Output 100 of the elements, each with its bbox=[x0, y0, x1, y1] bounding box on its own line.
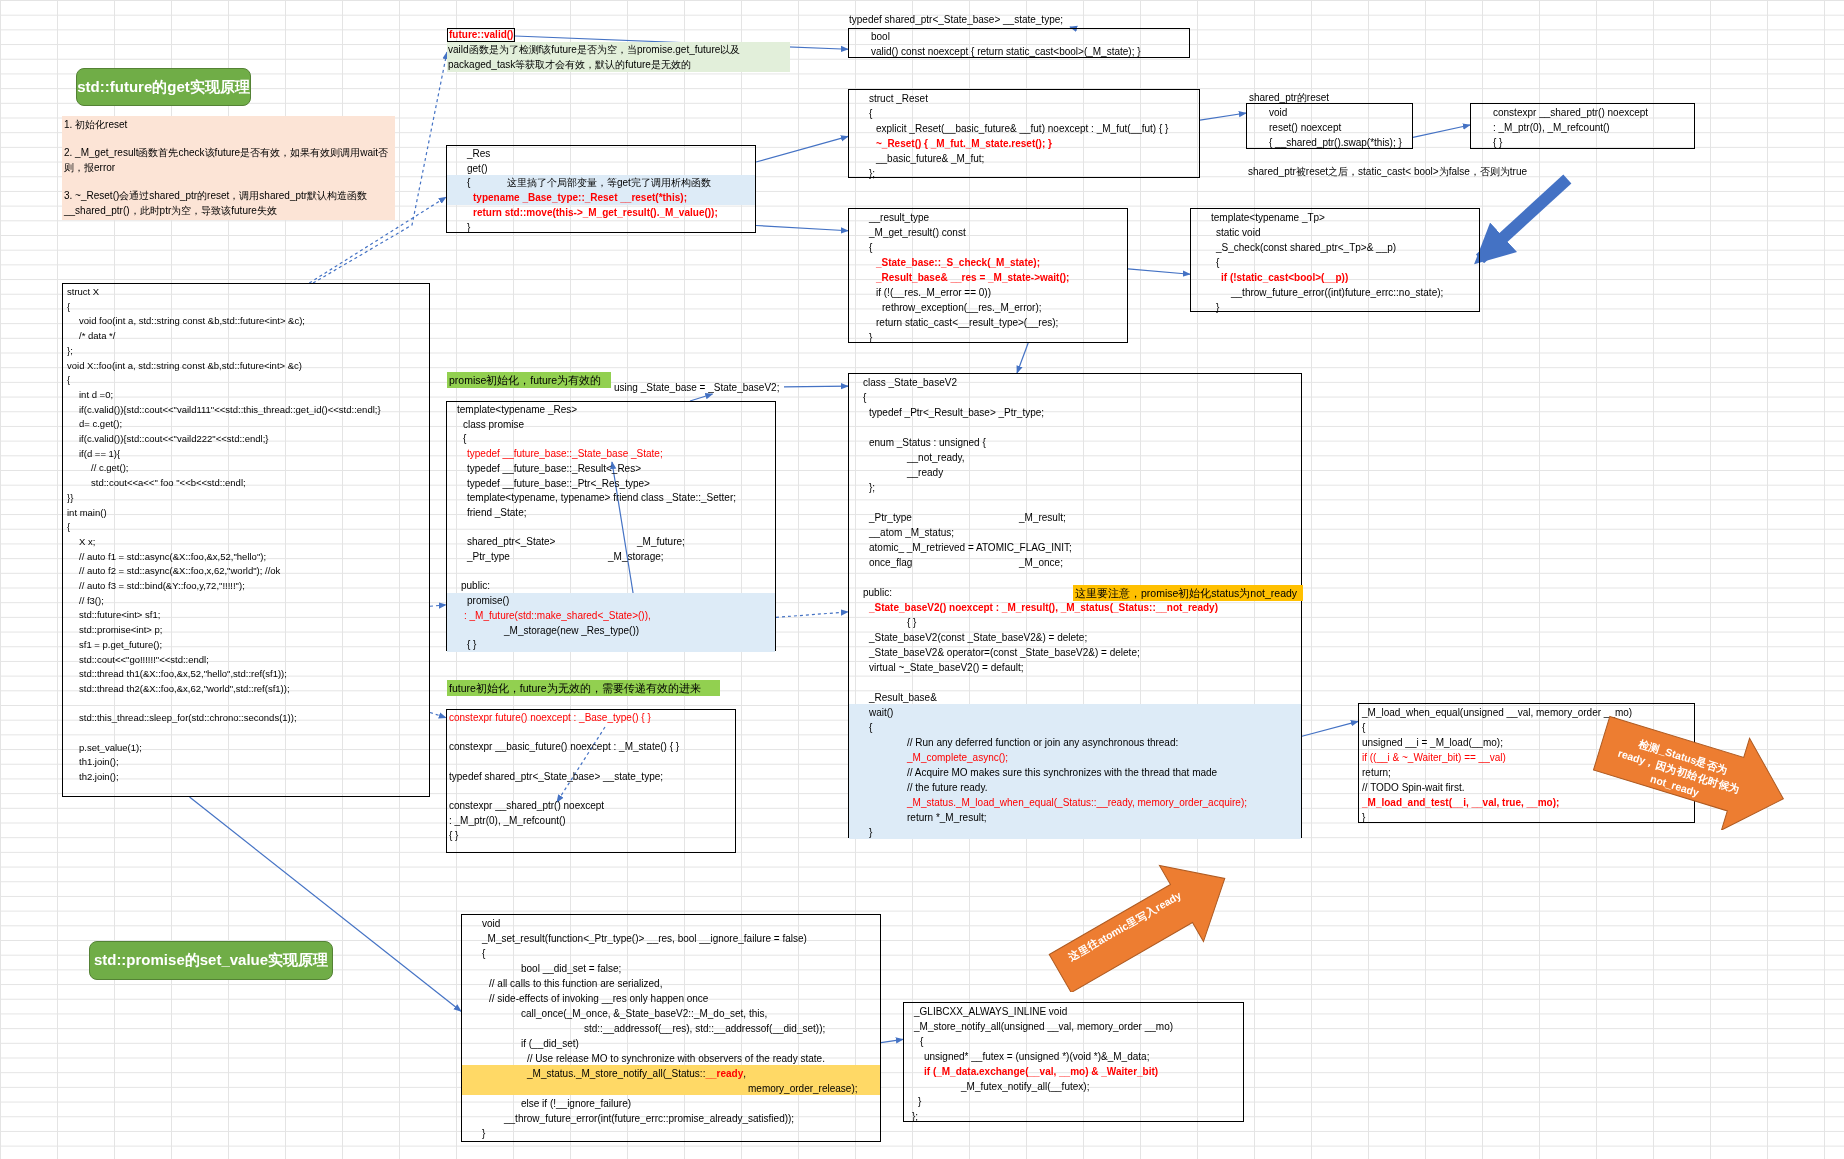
code-line: public: bbox=[461, 579, 490, 594]
code-line: // side-effects of invoking __res only happen once bbox=[489, 992, 709, 1006]
code-line: { __shared_ptr().swap(*this); } bbox=[1269, 136, 1402, 150]
code-line: { } bbox=[467, 638, 477, 653]
title-badge: std::promise的set_value实现原理 bbox=[89, 941, 333, 980]
code-line: { bbox=[67, 299, 71, 314]
code-line: void bbox=[482, 917, 501, 931]
code-text: using _State_base = _State_baseV2; bbox=[614, 380, 784, 394]
code-line: wait() bbox=[869, 706, 894, 720]
code-line: { bbox=[1362, 721, 1366, 735]
code-line: std::thread th1(&X::foo,&x,52,"hello",std::ref(sf1)); bbox=[79, 667, 287, 682]
code-line: constexpr __shared_ptr() noexcept bbox=[449, 799, 605, 814]
code-line: : _M_ptr(0), _M_refcount() bbox=[1493, 121, 1610, 135]
code-line: template<typename _Res> bbox=[457, 403, 578, 417]
code-line: void X::foo(int a, std::string const &b,std::future<int> &c) bbox=[67, 358, 302, 373]
description-text: vaild函数是为了检测f该future是否为空，当promise.get_future以及packaged_task等获取才会有效，默认的future是无效的 bbox=[447, 42, 790, 72]
code-box bbox=[848, 208, 1128, 343]
arrow bbox=[429, 711, 447, 719]
code-line: _State_baseV2& operator=(const _State_baseV2&) = delete; bbox=[869, 646, 1140, 660]
code-line: bool __did_set = false; bbox=[521, 962, 622, 976]
arrow bbox=[429, 602, 447, 609]
code-box bbox=[1470, 103, 1695, 149]
code-line: if (__did_set) bbox=[521, 1037, 579, 1051]
code-line: reset() noexcept bbox=[1269, 121, 1342, 135]
code-line: std::cout<<"go!!!!!!"<<std::endl; bbox=[79, 652, 209, 667]
code-line: }} bbox=[67, 490, 74, 505]
arrow bbox=[755, 224, 849, 234]
code-line: _M_get_result() const bbox=[869, 226, 966, 240]
code-line: else if (!__ignore_failure) bbox=[521, 1097, 632, 1111]
code-line: std::this_thread::sleep_for(std::chrono::seconds(1)); bbox=[79, 711, 297, 726]
code-line: _M_set_result(function<_Ptr_type()> __res, bool __ignore_failure = false) bbox=[482, 932, 807, 946]
arrow bbox=[1069, 25, 1078, 32]
code-line: /* data */ bbox=[79, 329, 116, 344]
code-line: // auto f2 = std::async(&X::foo,x,62,"world"); //ok bbox=[79, 564, 281, 579]
code-line: shared_ptr的reset bbox=[1249, 91, 1330, 105]
arrow bbox=[1301, 720, 1359, 737]
code-box bbox=[446, 709, 736, 853]
arrow bbox=[880, 1037, 904, 1044]
code-line: _S_check(const shared_ptr<_Tp>& __p) bbox=[1216, 241, 1397, 255]
arrow bbox=[783, 383, 849, 390]
code-line: : _M_future(std::make_shared<_State>()), bbox=[464, 608, 651, 623]
code-heading: future::valid() bbox=[447, 28, 515, 42]
arrow bbox=[1199, 110, 1247, 121]
code-line: __atom _M_status; bbox=[869, 526, 955, 540]
code-line: bool bbox=[871, 30, 890, 44]
code-line: shared_ptr<_State> bbox=[467, 535, 556, 550]
code-line: 这里搞了个局部变量，等get完了调用析构函数 bbox=[507, 176, 711, 191]
code-line: p.set_value(1); bbox=[79, 740, 142, 755]
code-line: atomic_ _M_retrieved = ATOMIC_FLAG_INIT; bbox=[869, 541, 1072, 555]
code-line: }; bbox=[67, 343, 73, 358]
code-box bbox=[446, 145, 756, 233]
code-line: // all calls to this function are serialized, bbox=[489, 977, 663, 991]
code-line: int d =0; bbox=[79, 387, 114, 402]
code-line: _M_storage(new _Res_type()) bbox=[504, 623, 640, 638]
code-line: _M_status._M_store_notify_all(_Status::__ready, bbox=[527, 1067, 747, 1081]
arrow bbox=[1016, 342, 1029, 374]
code-line: // Use release MO to synchronize with observers of the ready state. bbox=[527, 1052, 825, 1066]
code-line: { bbox=[67, 373, 71, 388]
code-line: _GLIBCXX_ALWAYS_INLINE void bbox=[914, 1005, 1068, 1019]
code-line: // f3(); bbox=[79, 593, 104, 608]
highlighted-label: promise初始化，future为有效的 bbox=[447, 372, 611, 388]
code-line: }; bbox=[869, 481, 876, 495]
arrow bbox=[755, 135, 849, 163]
code-line: constexpr future() noexcept : _Base_type() { } bbox=[449, 711, 651, 725]
code-box bbox=[1190, 208, 1480, 312]
code-line: // the future ready. bbox=[907, 781, 988, 795]
code-text: typedef shared_ptr<_State_base> __state_type; bbox=[849, 12, 1081, 27]
code-line: class promise bbox=[463, 417, 525, 432]
code-line: __ready bbox=[907, 466, 944, 480]
code-line: _M_result; bbox=[1019, 511, 1066, 525]
code-line: std::promise<int> p; bbox=[79, 623, 163, 638]
code-line: // Run any deferred function or join any asynchronous thread: bbox=[907, 736, 1179, 750]
note-text: 3. ~_Reset()会通过shared_ptr的reset，调用shared_ptr默认构造函数__shared_ptr()，此时ptr为空，导致该future失效 bbox=[64, 189, 369, 218]
note-text: 1. 初始化reset bbox=[64, 118, 129, 132]
code-line: valid() const noexcept { return static_cast<bool>(_M_state); } bbox=[871, 44, 1141, 59]
code-line: typedef __future_base::_State_base _State; bbox=[467, 447, 663, 462]
code-line: typedef __future_base::_Ptr<_Res_type> bbox=[467, 476, 650, 491]
code-line: typedef _Ptr<_Result_base> _Ptr_type; bbox=[869, 406, 1045, 420]
notes-panel bbox=[62, 116, 395, 220]
code-box bbox=[446, 401, 776, 651]
code-line: } bbox=[869, 826, 873, 840]
code-line: typedef shared_ptr<_State_base> __state_type; bbox=[449, 769, 664, 784]
code-line: { bbox=[67, 520, 71, 535]
code-line: { bbox=[1216, 256, 1220, 270]
code-line: void foo(int a, std::string const &b,std::future<int> &c); bbox=[79, 314, 305, 329]
code-line: get() bbox=[467, 161, 488, 176]
code-line: { bbox=[869, 107, 873, 121]
thick-arrow bbox=[1474, 174, 1572, 265]
code-box bbox=[903, 1002, 1244, 1122]
code-line: d= c.get(); bbox=[79, 417, 123, 432]
code-line: template<typename _Tp> bbox=[1211, 211, 1325, 225]
code-line: _Ptr_type bbox=[467, 550, 510, 564]
code-line: _State_baseV2(const _State_baseV2&) = delete; bbox=[869, 631, 1088, 645]
title-badge: std::future的get实现原理 bbox=[76, 68, 251, 106]
code-line: std::cout<<a<<" foo "<<b<<std::endl; bbox=[91, 476, 246, 491]
code-line: { } bbox=[449, 828, 459, 843]
code-line: _M_store_notify_all(unsigned __val, memory_order __mo) bbox=[914, 1020, 1174, 1034]
code-line: th1.join(); bbox=[79, 755, 119, 770]
code-line: _M_storage; bbox=[608, 550, 664, 564]
code-line: int main() bbox=[67, 505, 107, 520]
